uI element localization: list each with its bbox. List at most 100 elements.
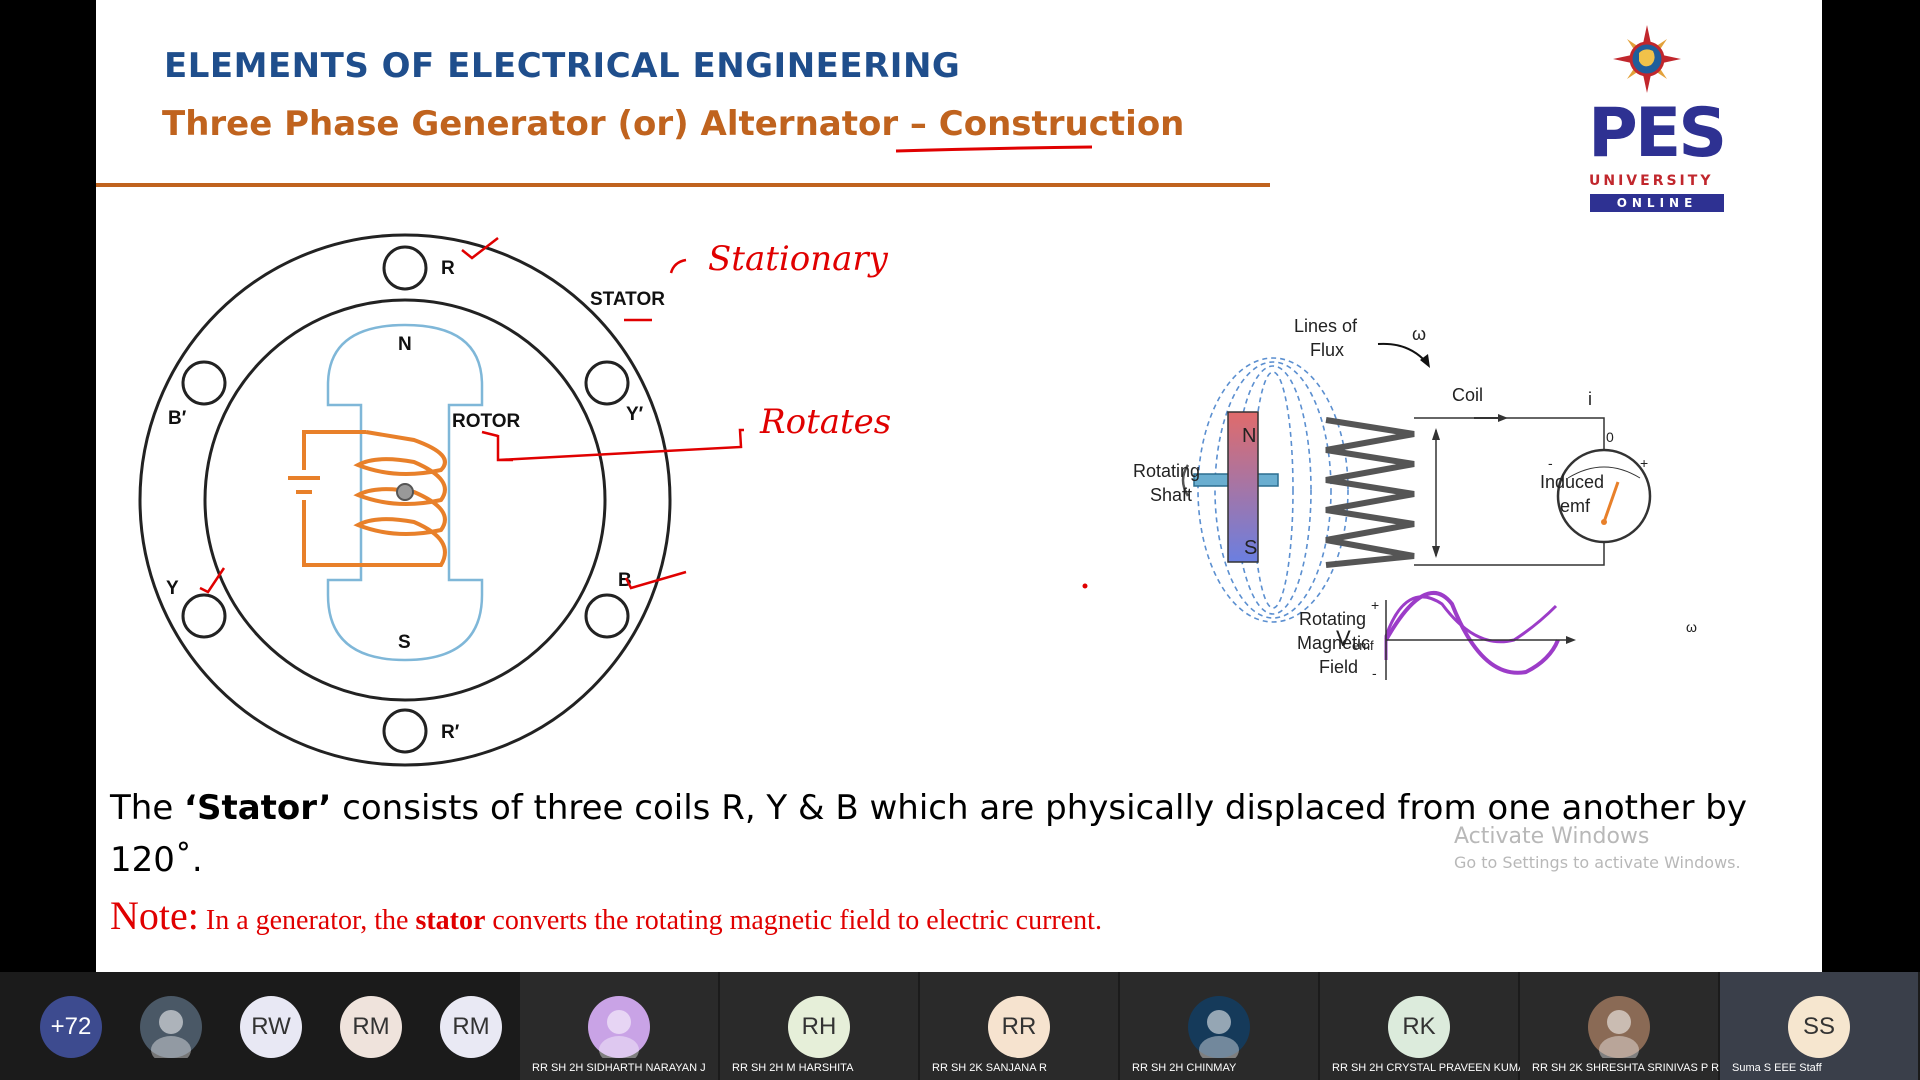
note-bold-term: stator <box>415 905 486 936</box>
slot-b <box>584 593 630 639</box>
body-prefix: The <box>110 788 185 828</box>
label-vemf: V <box>1336 626 1351 651</box>
underline-annotation <box>895 145 1093 153</box>
label-r-prime: R′ <box>441 722 460 743</box>
bar-magnet <box>1227 411 1259 563</box>
logo-university: UNIVERSITY <box>1589 173 1714 189</box>
label-stator: STATOR <box>590 289 665 310</box>
slot-r <box>382 245 428 291</box>
participant-avatar[interactable]: RK <box>1388 996 1450 1058</box>
label-meter-plus: + <box>1640 455 1648 471</box>
handwritten-marks <box>199 237 744 594</box>
slot-y-prime <box>584 360 630 406</box>
participant-tile[interactable]: RR SH 2H CHINMAY <box>1120 972 1318 1080</box>
stator-inner-ring <box>203 298 607 702</box>
participant-avatar[interactable]: RH <box>788 996 850 1058</box>
label-y-prime: Y′ <box>626 404 644 425</box>
label-omega-top: ω <box>1412 324 1426 344</box>
label-rotating-shaft-1: Rotating <box>1133 461 1200 481</box>
label-rotating-field-2: Magnetic <box>1297 633 1370 653</box>
label-rotating-shaft-2: Shaft <box>1150 485 1192 505</box>
slide-subtitle: Three Phase Generator (or) Alternator – … <box>162 104 1184 144</box>
participant-name: RR SH 2H CHINMAY <box>1132 1062 1237 1074</box>
participant-avatar[interactable]: RR <box>988 996 1050 1058</box>
label-s: S <box>398 632 411 653</box>
participant-avatar[interactable]: RM <box>440 996 502 1058</box>
label-b: B <box>618 570 632 591</box>
label-current: i <box>1588 389 1592 409</box>
label-b-prime: B′ <box>168 408 187 429</box>
note-text-1: In a generator, the <box>198 905 416 936</box>
participant-strip: +72 RW RM RM RR SH 2H SIDHARTH NARAYAN J RR S… <box>0 972 1920 1080</box>
shaft-dot <box>396 483 414 501</box>
ink-dot <box>1082 583 1088 589</box>
compass-globe-icon <box>1613 25 1681 93</box>
person-photo-avatar[interactable] <box>1588 996 1650 1058</box>
meter <box>1556 448 1652 544</box>
subtitle-underlined-word: Construction <box>938 104 1185 144</box>
participant-name: RR SH 2H CRYSTAL PRAVEEN KUMAR <box>1332 1062 1534 1074</box>
label-rotating-field-1: Rotating <box>1299 609 1366 629</box>
participant-tile[interactable]: RR SH 2H SIDHARTH NARAYAN J <box>520 972 718 1080</box>
participant-tile[interactable]: Suma S EEE Staff SS <box>1720 972 1918 1080</box>
label-plus-wave: + <box>1371 597 1379 613</box>
sine-wave <box>1384 595 1558 660</box>
note-text-2: converts the rotating magnetic field to … <box>485 905 1102 936</box>
participant-tile[interactable]: RR SH 2K SANJANA R RR <box>920 972 1118 1080</box>
diagrams-canvas: R R′ B′ Y′ Y B N S STATOR ROTOR Stationa… <box>138 145 1697 767</box>
label-omega-wave: ω <box>1686 619 1697 635</box>
label-coil: Coil <box>1452 385 1483 405</box>
label-induced-emf-2: emf <box>1560 496 1591 516</box>
subtitle-prefix: Three Phase Generator (or) Alternator – <box>162 104 939 144</box>
body-paragraph: The ‘Stator’ consists of three coils R, … <box>110 782 1810 886</box>
watermark-subtitle: Go to Settings to activate Windows. <box>1454 853 1741 872</box>
participant-tile[interactable]: RR SH 2K SHRESHTA SRINIVAS P R <box>1520 972 1720 1080</box>
participant-tile[interactable]: RR SH 2H M HARSHITA RH <box>720 972 918 1080</box>
participant-name: RR SH 2K SANJANA R <box>932 1062 1047 1074</box>
note-line: Note: In a generator, the stator convert… <box>110 892 1102 939</box>
participant-name: RR SH 2H SIDHARTH NARAYAN J <box>532 1062 706 1074</box>
alternator-diagram <box>138 233 672 767</box>
label-rotating-field-3: Field <box>1319 657 1358 677</box>
generator-diagram <box>1181 342 1652 680</box>
activate-windows-watermark: Activate Windows Go to Settings to activ… <box>1454 824 1741 872</box>
coil-winding <box>1325 417 1415 568</box>
stator-outer-ring <box>138 233 672 767</box>
label-r: R <box>441 258 455 279</box>
more-participants-button[interactable]: +72 <box>40 996 102 1058</box>
body-suffix: consists of three coils R, Y & B which a… <box>110 788 1747 880</box>
participant-avatar[interactable]: SS <box>1788 996 1850 1058</box>
flux-lines <box>1197 357 1349 623</box>
slot-y <box>181 593 227 639</box>
participant-avatar[interactable]: RM <box>340 996 402 1058</box>
participant-avatar[interactable]: RW <box>240 996 302 1058</box>
presentation-slide: ELEMENTS OF ELECTRICAL ENGINEERING Three… <box>96 0 1822 972</box>
title-divider <box>96 183 1270 187</box>
participant-name: Suma S EEE Staff <box>1732 1062 1822 1074</box>
logo-wordmark: PES <box>1588 94 1727 173</box>
field-winding <box>288 430 447 567</box>
label-vemf-sub: emf <box>1352 638 1374 653</box>
label-minus-wave: - <box>1372 665 1377 681</box>
tech-photo-avatar[interactable] <box>1188 996 1250 1058</box>
label-lines-of-flux-1: Lines of <box>1294 316 1358 336</box>
label-n: N <box>398 334 412 355</box>
note-label: Note: <box>110 893 199 938</box>
watermark-title: Activate Windows <box>1454 824 1650 849</box>
slot-r-prime <box>382 708 428 754</box>
participant-name: RR SH 2H M HARSHITA <box>732 1062 854 1074</box>
label-y: Y <box>166 578 179 599</box>
label-magnet-n: N <box>1242 425 1256 447</box>
annotation-rotates: Rotates <box>759 402 891 442</box>
body-bold-term: ‘Stator’ <box>184 788 332 828</box>
label-meter-minus: - <box>1548 455 1553 471</box>
participant-tile[interactable]: RR SH 2H CRYSTAL PRAVEEN KUMAR RK <box>1320 972 1533 1080</box>
slot-b-prime <box>181 360 227 406</box>
label-lines-of-flux-2: Flux <box>1310 340 1344 360</box>
cartoon-photo-avatar[interactable] <box>588 996 650 1058</box>
label-zero: 0 <box>1606 429 1614 445</box>
label-magnet-s: S <box>1244 537 1257 559</box>
wolf-photo-avatar[interactable] <box>140 996 202 1058</box>
label-induced-emf-1: Induced <box>1540 472 1604 492</box>
participant-name: RR SH 2K SHRESHTA SRINIVAS P R <box>1532 1062 1720 1074</box>
